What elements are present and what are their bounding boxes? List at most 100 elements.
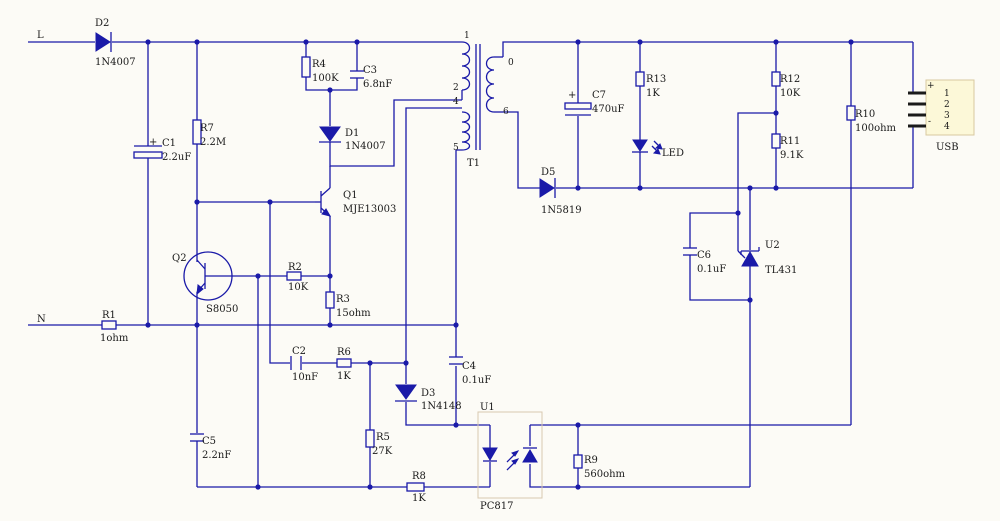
usb-minus: - xyxy=(928,117,931,127)
r11-resistor-symbol xyxy=(771,133,781,149)
d3-ref: D3 xyxy=(421,388,435,399)
r12-value: 10K xyxy=(780,88,801,99)
d2-ref: D2 xyxy=(95,18,109,29)
r9-ref: R9 xyxy=(584,455,598,466)
u2-value: TL431 xyxy=(765,265,797,276)
r5-ref: R5 xyxy=(376,432,390,443)
t1-ref: T1 xyxy=(467,158,480,169)
t1-pin-0: 0 xyxy=(508,58,514,68)
c6-value: 0.1uF xyxy=(697,264,726,275)
t1-pin-4: 4 xyxy=(453,97,459,107)
r10-ref: R10 xyxy=(855,109,875,120)
r13-value: 1K xyxy=(646,88,660,99)
c6-capacitor-symbol xyxy=(683,247,697,256)
u2-tl431-symbol xyxy=(737,247,760,267)
r5-value: 27K xyxy=(372,446,393,457)
r2-resistor-symbol xyxy=(286,271,302,281)
c4-ref: C4 xyxy=(462,361,476,372)
labels: L N D2 1N4007 + C1 2.2uF R7 2.2M R4 100K… xyxy=(37,18,959,512)
r13-resistor-symbol xyxy=(635,71,645,87)
c3-capacitor-symbol xyxy=(350,70,364,79)
r10-value: 100ohm xyxy=(855,123,897,134)
t1-pin-1: 1 xyxy=(464,31,470,41)
r7-value: 2.2M xyxy=(200,137,226,148)
t1-transformer-symbol xyxy=(461,41,503,151)
r8-ref: R8 xyxy=(412,471,426,482)
u1-optocoupler-symbol xyxy=(477,411,543,499)
r1-ref: R1 xyxy=(102,310,116,321)
r1-value: 1ohm xyxy=(100,333,129,344)
c4-value: 0.1uF xyxy=(462,375,491,386)
c7-value: 470uF xyxy=(592,104,625,115)
r12-resistor-symbol xyxy=(771,71,781,87)
r4-ref: R4 xyxy=(312,59,326,70)
c3-value: 6.8nF xyxy=(363,79,392,90)
r5-resistor-symbol xyxy=(365,429,375,448)
r2-value: 10K xyxy=(288,282,309,293)
r8-resistor-symbol xyxy=(406,482,425,492)
d5-value: 1N5819 xyxy=(541,205,582,216)
q1-ref: Q1 xyxy=(343,190,358,201)
r3-ref: R3 xyxy=(336,294,350,305)
d2-value: 1N4007 xyxy=(95,57,136,68)
r7-resistor-symbol xyxy=(192,119,202,145)
c6-ref: C6 xyxy=(697,250,711,261)
c4-capacitor-symbol xyxy=(449,356,463,365)
q2-value: S8050 xyxy=(206,304,238,315)
c1-ref: C1 xyxy=(162,138,176,149)
net-label-n: N xyxy=(37,314,46,325)
c5-capacitor-symbol xyxy=(190,433,204,455)
c7-ref: C7 xyxy=(592,90,606,101)
c2-capacitor-symbol xyxy=(290,356,302,370)
r4-value: 100K xyxy=(312,73,339,84)
t1-pin-2: 2 xyxy=(453,83,459,93)
led-symbol xyxy=(632,139,663,155)
d5-ref: D5 xyxy=(541,167,555,178)
r4-resistor-symbol xyxy=(301,56,311,78)
r9-value: 560ohm xyxy=(584,469,626,480)
c1-capacitor-symbol xyxy=(133,145,163,159)
usb-label: USB xyxy=(936,142,959,153)
usb-pin-2: 2 xyxy=(944,100,950,110)
junction-dots xyxy=(145,39,854,490)
c1-value: 2.2uF xyxy=(162,152,191,163)
r2-ref: R2 xyxy=(288,262,302,273)
d3-diode-symbol xyxy=(395,384,417,402)
c7-capacitor-symbol xyxy=(564,102,592,116)
r12-ref: R12 xyxy=(780,74,800,85)
c2-ref: C2 xyxy=(292,346,306,357)
c3-ref: C3 xyxy=(363,65,377,76)
wires xyxy=(28,41,926,488)
led-label: LED xyxy=(662,148,684,159)
r3-value: 15ohm xyxy=(336,308,371,319)
r3-resistor-symbol xyxy=(325,291,335,309)
d1-diode-symbol xyxy=(319,126,341,143)
r6-value: 1K xyxy=(337,371,351,382)
usb-pin-1: 1 xyxy=(944,89,950,99)
d5-diode-symbol xyxy=(539,178,556,198)
r8-value: 1K xyxy=(412,493,426,504)
d1-ref: D1 xyxy=(345,128,359,139)
usb-pin-4: 4 xyxy=(944,122,950,132)
c5-ref: C5 xyxy=(202,436,216,447)
r1-resistor-symbol xyxy=(101,320,117,330)
u1-value: PC817 xyxy=(480,501,513,512)
r11-ref: R11 xyxy=(780,136,800,147)
t1-pin-6: 6 xyxy=(503,107,509,117)
r11-value: 9.1K xyxy=(780,150,804,161)
t1-pin-5: 5 xyxy=(453,143,459,153)
c2-value: 10nF xyxy=(292,372,318,383)
d2-diode-symbol xyxy=(95,32,112,52)
c7-plus: + xyxy=(568,90,576,101)
c5-value: 2.2nF xyxy=(202,450,231,461)
u1-ref: U1 xyxy=(480,402,495,413)
u2-ref: U2 xyxy=(765,240,780,251)
d1-value: 1N4007 xyxy=(345,141,386,152)
r6-ref: R6 xyxy=(337,347,351,358)
r10-resistor-symbol xyxy=(846,105,856,121)
q2-ref: Q2 xyxy=(172,253,187,264)
r7-ref: R7 xyxy=(200,123,214,134)
q1-transistor-symbol xyxy=(315,187,332,217)
usb-pin-3: 3 xyxy=(944,111,950,121)
